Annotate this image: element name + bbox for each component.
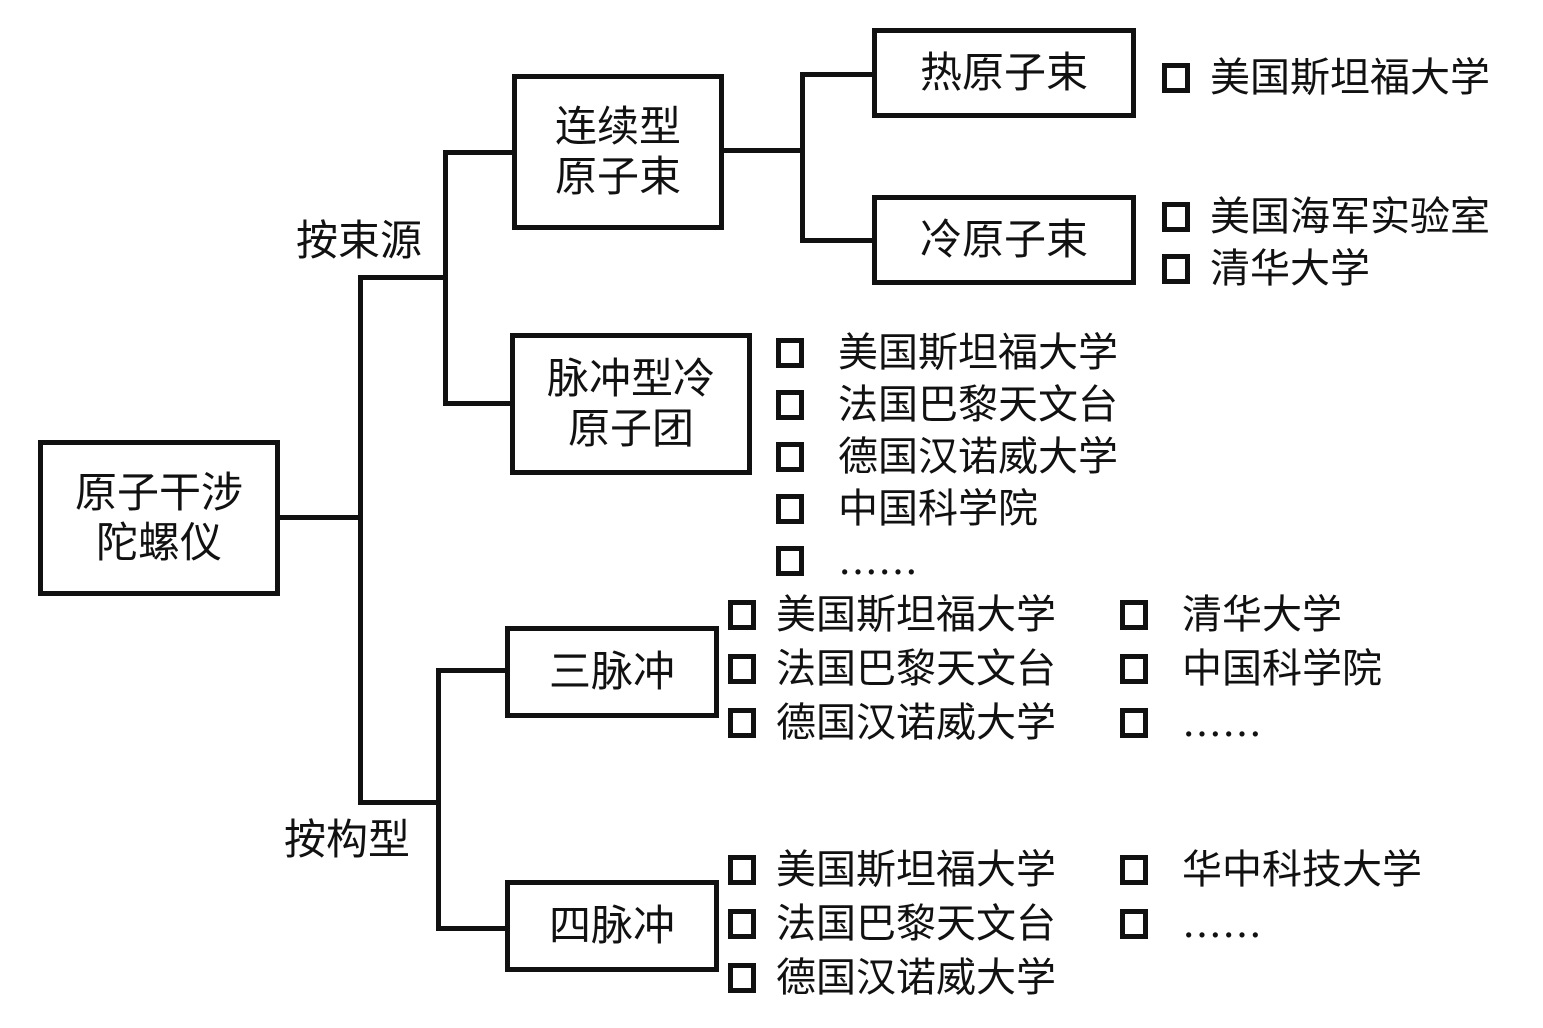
institution-name: 法国巴黎天文台 <box>838 382 1118 428</box>
root-line1: 原子干涉 <box>74 468 243 517</box>
square-bullet-icon <box>1120 654 1148 684</box>
hot-beam-label: 热原子束 <box>919 48 1088 97</box>
connector-source-vertical <box>443 150 448 405</box>
continuous-line1: 连续型 <box>554 102 681 151</box>
square-bullet-icon <box>1120 600 1148 630</box>
list-item: 美国海军实验室 <box>1162 192 1490 242</box>
list-item: 法国巴黎天文台 <box>776 380 1118 430</box>
connector-root <box>278 515 362 520</box>
connector-to-pulsed <box>443 401 513 406</box>
institution-name: 德国汉诺威大学 <box>838 434 1118 480</box>
connector-beam-vertical <box>800 72 805 242</box>
institution-name: 美国斯坦福大学 <box>838 330 1118 376</box>
node-pulsed-cold-atom-cloud: 脉冲型冷 原子团 <box>510 333 752 475</box>
square-bullet-icon <box>1162 202 1190 232</box>
connector-to-three-pulse <box>436 668 508 673</box>
square-bullet-icon <box>1120 855 1148 885</box>
institution-name: …… <box>1182 700 1262 746</box>
institution-name: 美国斯坦福大学 <box>776 592 1056 638</box>
list-item: 德国汉诺威大学 <box>728 698 1056 748</box>
list-item: 美国斯坦福大学 <box>776 328 1118 378</box>
root-node-atom-interferometer-gyroscope: 原子干涉 陀螺仪 <box>38 440 280 596</box>
institution-name: 清华大学 <box>1210 246 1370 292</box>
square-bullet-icon <box>776 546 804 576</box>
square-bullet-icon <box>776 494 804 524</box>
list-item: 美国斯坦福大学 <box>728 845 1056 895</box>
branch-label-by-config: 按构型 <box>284 815 411 864</box>
list-item: …… <box>1120 698 1262 748</box>
list-item: 中国科学院 <box>776 484 1038 534</box>
node-continuous-atom-beam: 连续型 原子束 <box>512 74 724 230</box>
institution-name: 美国斯坦福大学 <box>776 847 1056 893</box>
list-item: …… <box>776 536 918 586</box>
square-bullet-icon <box>776 390 804 420</box>
connector-to-config <box>358 800 438 805</box>
institution-name: 美国斯坦福大学 <box>1210 55 1490 101</box>
institution-name: 美国海军实验室 <box>1210 194 1490 240</box>
list-item: 华中科技大学 <box>1120 845 1422 895</box>
square-bullet-icon <box>728 600 756 630</box>
connector-level1-vertical <box>358 275 363 805</box>
node-three-pulse: 三脉冲 <box>505 626 719 718</box>
square-bullet-icon <box>1162 63 1190 93</box>
institution-name: …… <box>1182 901 1262 947</box>
institution-name: 德国汉诺威大学 <box>776 955 1056 1001</box>
square-bullet-icon <box>776 442 804 472</box>
square-bullet-icon <box>728 909 756 939</box>
list-item: …… <box>1120 899 1262 949</box>
list-item: 美国斯坦福大学 <box>728 590 1056 640</box>
square-bullet-icon <box>728 855 756 885</box>
square-bullet-icon <box>728 654 756 684</box>
connector-continuous-out <box>722 148 804 153</box>
list-item: 清华大学 <box>1120 590 1342 640</box>
node-hot-atom-beam: 热原子束 <box>872 28 1136 118</box>
list-item: 法国巴黎天文台 <box>728 899 1056 949</box>
connector-to-four-pulse <box>436 926 508 931</box>
connector-config-vertical <box>436 668 441 930</box>
node-four-pulse: 四脉冲 <box>505 880 719 972</box>
institution-name: 清华大学 <box>1182 592 1342 638</box>
institution-name: 华中科技大学 <box>1182 847 1422 893</box>
square-bullet-icon <box>1120 708 1148 738</box>
connector-to-cold <box>800 238 875 243</box>
connector-to-source <box>358 275 446 280</box>
list-item: 中国科学院 <box>1120 644 1382 694</box>
institution-name: 德国汉诺威大学 <box>776 700 1056 746</box>
connector-to-continuous <box>443 150 515 155</box>
pulsed-line1: 脉冲型冷 <box>546 354 715 403</box>
cold-beam-label: 冷原子束 <box>919 215 1088 264</box>
four-pulse-label: 四脉冲 <box>548 901 675 950</box>
root-line2: 陀螺仪 <box>95 518 222 567</box>
list-item: 德国汉诺威大学 <box>728 953 1056 1003</box>
square-bullet-icon <box>728 963 756 993</box>
pulsed-line2: 原子团 <box>567 404 694 453</box>
list-item: 美国斯坦福大学 <box>1162 53 1490 103</box>
institution-name: 法国巴黎天文台 <box>776 646 1056 692</box>
list-item: 清华大学 <box>1162 244 1370 294</box>
square-bullet-icon <box>728 708 756 738</box>
institution-name: …… <box>838 538 918 584</box>
node-cold-atom-beam: 冷原子束 <box>872 195 1136 285</box>
continuous-line2: 原子束 <box>554 152 681 201</box>
list-item: 德国汉诺威大学 <box>776 432 1118 482</box>
square-bullet-icon <box>776 338 804 368</box>
institution-name: 中国科学院 <box>838 486 1038 532</box>
list-item: 法国巴黎天文台 <box>728 644 1056 694</box>
connector-to-hot <box>800 72 875 77</box>
branch-label-by-source: 按束源 <box>296 216 423 265</box>
square-bullet-icon <box>1162 254 1190 284</box>
institution-name: 法国巴黎天文台 <box>776 901 1056 947</box>
square-bullet-icon <box>1120 909 1148 939</box>
institution-name: 中国科学院 <box>1182 646 1382 692</box>
three-pulse-label: 三脉冲 <box>548 647 675 696</box>
